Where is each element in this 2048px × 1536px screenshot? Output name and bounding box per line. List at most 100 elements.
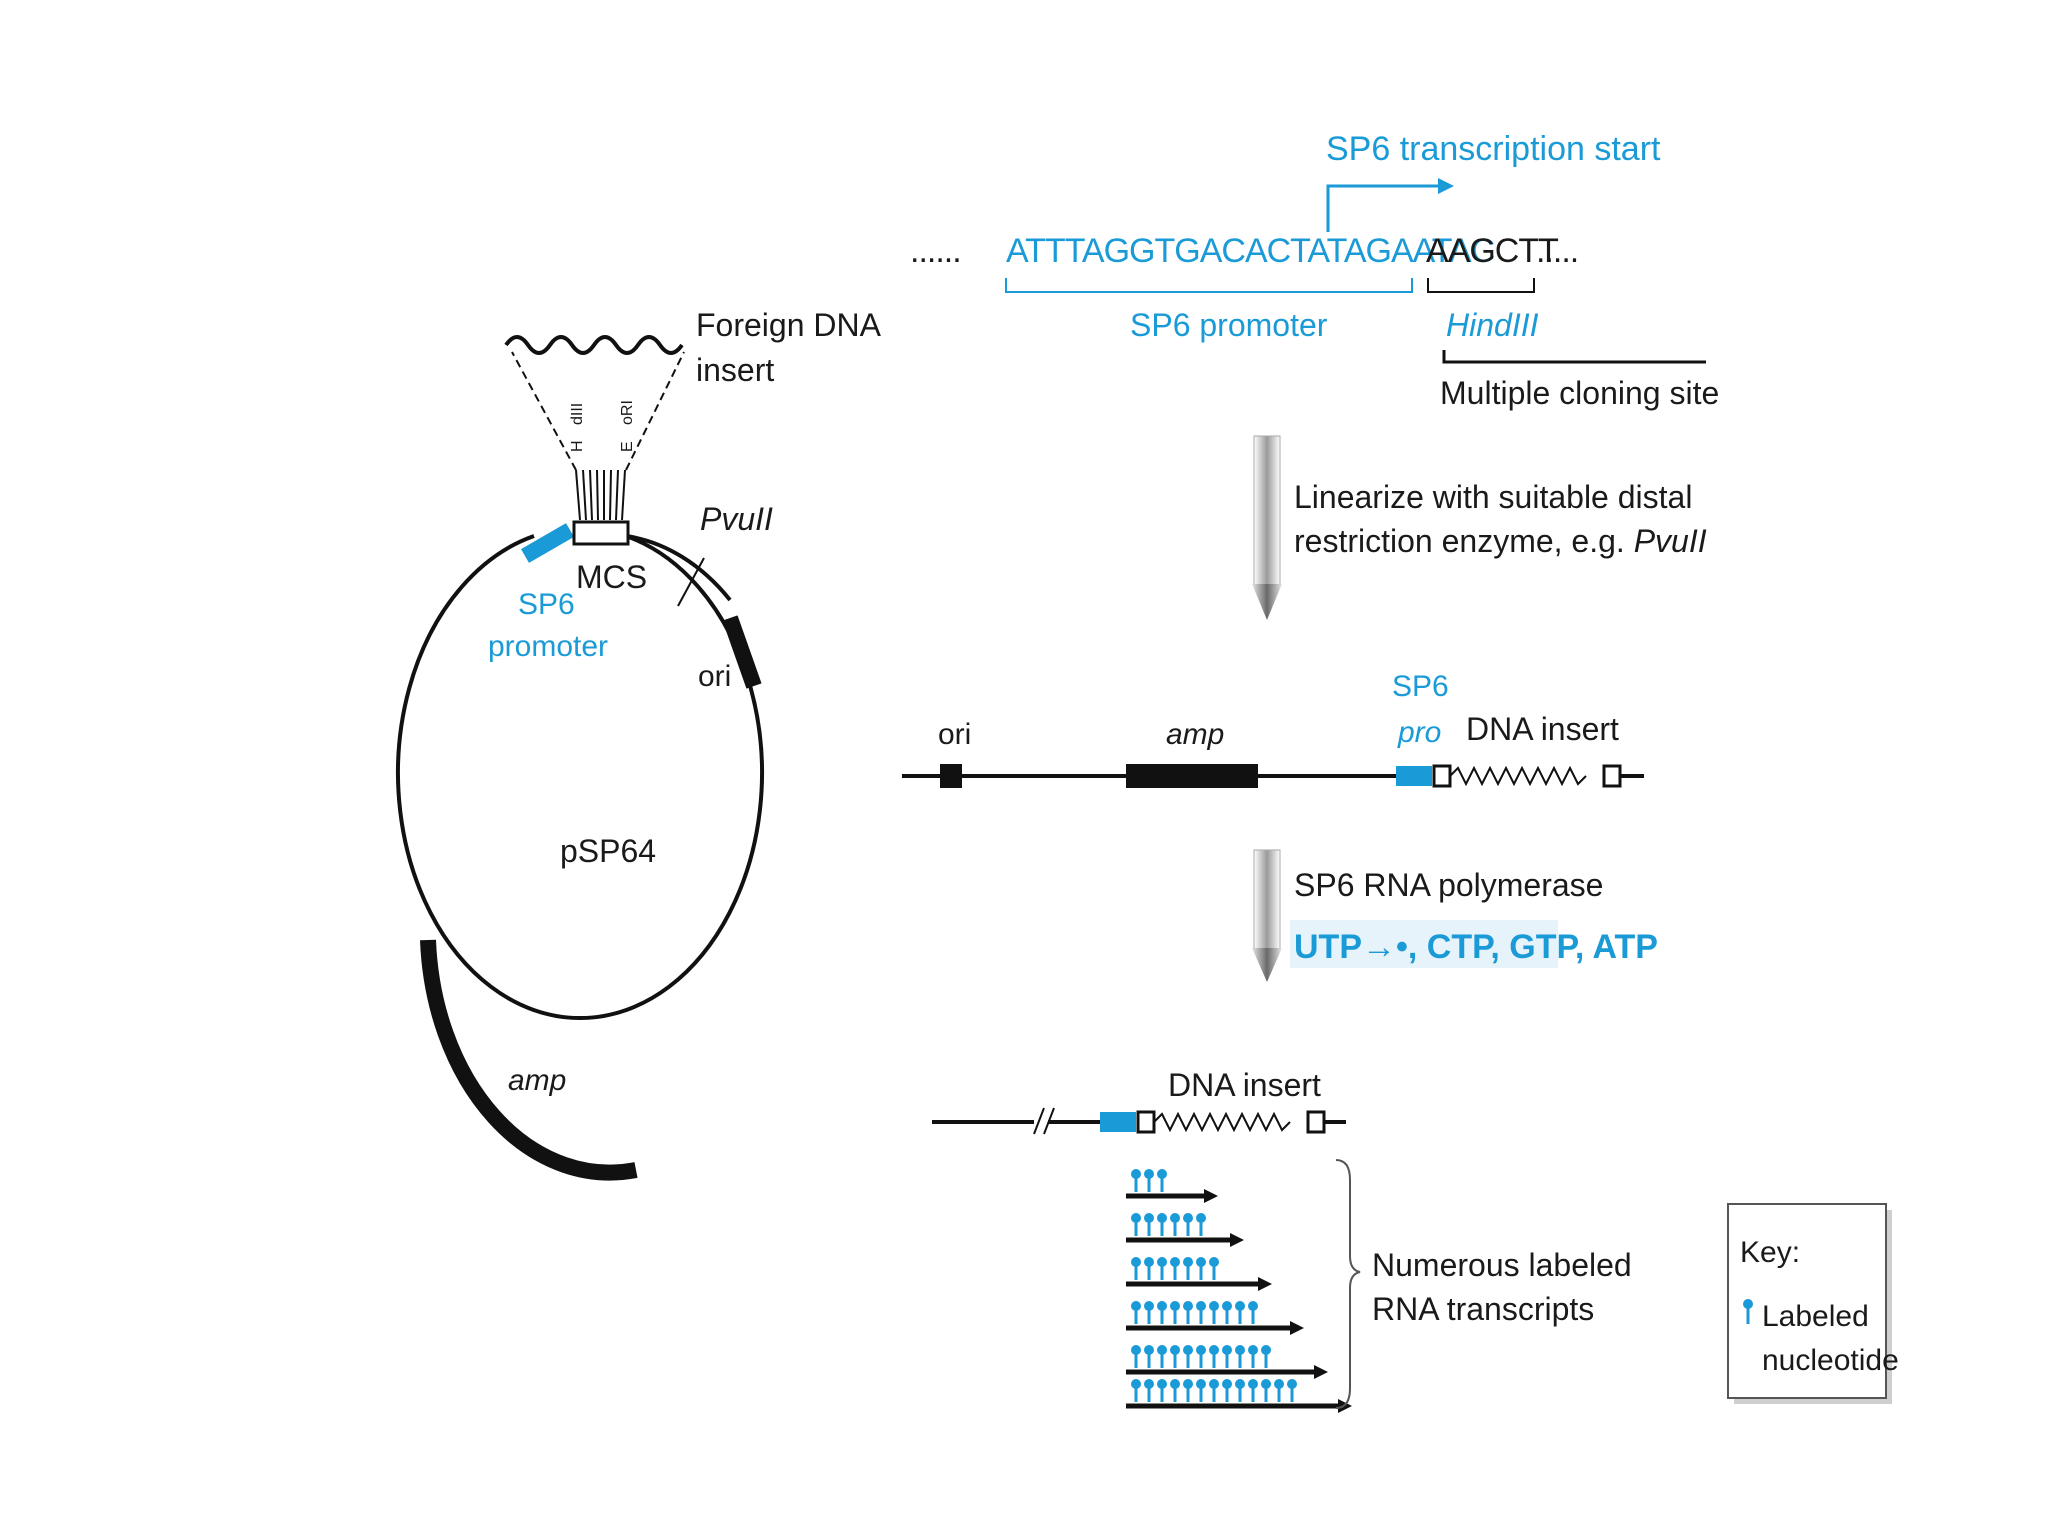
template-insert-start [1136,1110,1156,1134]
template-insert-end [1306,1110,1326,1134]
mcs-label: MCS [576,559,647,595]
step2-arrow-head [1252,948,1282,982]
step1-line2-enzyme: PvuII [1634,523,1707,559]
hindiii-bracket [1427,278,1535,293]
labeled-nucleotide-icon [1196,1257,1206,1267]
promoter-bracket [1005,278,1413,293]
nucleotide-highlight [1290,920,1558,968]
linear-dna: ori amp SP6 pro DNA insert [902,670,1644,788]
linear-ori-label: ori [938,718,971,751]
labeled-nucleotide-icon [1209,1345,1219,1355]
step2-line2: UTP→•, CTP, GTP, ATP [1294,928,1658,966]
labeled-nucleotide-icon [1131,1301,1141,1311]
labeled-nucleotide-icon [1157,1345,1167,1355]
labeled-nucleotide-icon [1183,1257,1193,1267]
labeled-nucleotide-icon [1157,1257,1167,1267]
mcs-box [572,520,630,546]
labeled-nucleotide-icon [1196,1301,1206,1311]
transcription-start-label: SP6 transcription start [1326,130,1661,168]
labeled-nucleotide-icon [1144,1345,1154,1355]
labeled-nucleotide-icon [1131,1257,1141,1267]
labeled-nucleotide-icon [1261,1379,1271,1389]
transcripts-label-2: RNA transcripts [1372,1291,1594,1327]
sp6-promoter-label: SP6 promoter [1130,307,1328,343]
site-label-diii: dIII [569,403,586,425]
fan-line-right [625,351,685,471]
plasmid: H dIII E oRI Foreign DNA insert MCS PvuI… [396,307,882,1181]
rna-transcripts [1126,1169,1352,1413]
site-label-ori: oRI [619,400,636,425]
ori-segment [722,615,762,689]
labeled-nucleotide-icon [1261,1345,1271,1355]
fan-line-left [511,351,577,471]
linear-amp [1126,764,1258,788]
key-label-2: nucleotide [1762,1344,1899,1377]
rna-transcript-arrowhead [1314,1365,1328,1379]
foreign-dna-label-2: insert [696,352,774,388]
mcs-site-ticks [575,469,626,521]
hindiii-sequence: AAGCTT [1426,232,1558,270]
transcription: DNA insert Numerous labeled RNA transcri… [932,1067,1632,1413]
labeled-nucleotide-icon [1183,1379,1193,1389]
labeled-nucleotide-icon [1157,1169,1167,1179]
linear-sp6-label: SP6 [1392,670,1449,703]
labeled-nucleotide-icon [1209,1301,1219,1311]
labeled-nucleotide-icon [1183,1213,1193,1223]
pvuii-label: PvuII [700,501,773,537]
labeled-nucleotide-icon [1170,1379,1180,1389]
labeled-nucleotide-icon [1131,1345,1141,1355]
rna-transcript-arrowhead [1258,1277,1272,1291]
plasmid-backbone [396,534,764,1020]
site-label-e: E [619,441,636,452]
labeled-nucleotide-icon [1183,1345,1193,1355]
promoter-label: promoter [488,630,608,663]
step2-line1: SP6 RNA polymerase [1294,867,1603,903]
step1-line2: restriction enzyme, e.g. PvuII [1294,523,1707,559]
labeled-nucleotide-icon [1209,1257,1219,1267]
labeled-nucleotide-icon [1170,1257,1180,1267]
labeled-nucleotide-icon [1222,1379,1232,1389]
sp6-promoter-sequence: ATTTAGGTGACACTATAGAATAC [1006,232,1495,270]
step2: SP6 RNA polymerase UTP→•, CTP, GTP, ATP [1252,849,1658,982]
labeled-nucleotide-icon [1235,1301,1245,1311]
labeled-nucleotide-icon [1209,1379,1219,1389]
labeled-nucleotide-icon [1170,1301,1180,1311]
rna-transcript-arrowhead [1204,1189,1218,1203]
key-box: Key: Labeled nucleotide [1727,1203,1899,1404]
rna-transcript-arrowhead [1290,1321,1304,1335]
foreign-dna-wave [504,335,684,355]
hindiii-label: HindIII [1446,307,1539,343]
labeled-nucleotide-icon [1248,1301,1258,1311]
step1-line2-prefix: restriction enzyme, e.g. [1294,523,1634,559]
transcription-start-arrow [1326,184,1442,232]
labeled-nucleotide-icon [1157,1213,1167,1223]
key-frame [1727,1203,1887,1399]
step1: Linearize with suitable distal restricti… [1252,435,1707,620]
labeled-nucleotide-icon [1157,1301,1167,1311]
multiple-cloning-site-label: Multiple cloning site [1440,375,1719,411]
labeled-nucleotide-icon [1287,1379,1297,1389]
step1-line1: Linearize with suitable distal [1294,479,1692,515]
foreign-dna-label-1: Foreign DNA [696,307,882,343]
labeled-nucleotide-icon [1196,1213,1206,1223]
linear-insert-end [1602,764,1622,788]
linear-insert-label: DNA insert [1466,711,1619,747]
pvuii-pointer [677,557,705,607]
template-insert-label: DNA insert [1168,1067,1321,1103]
labeled-nucleotide-icon [1131,1213,1141,1223]
linear-insert-wave [1449,765,1587,787]
step1-arrow-head [1252,584,1282,620]
site-label-h: H [569,440,586,452]
transcripts-label-1: Numerous labeled [1372,1247,1632,1283]
linear-sp6-promoter [1396,766,1432,786]
labeled-nucleotide-icon [1144,1301,1154,1311]
other-ntps-label: , CTP, GTP, ATP [1408,928,1658,966]
linear-insert-start [1432,764,1452,788]
labeled-nucleotide-icon [1222,1301,1232,1311]
utp-labeled-mark: →• [1362,928,1408,966]
plasmid-backbone-right [625,534,732,602]
step1-arrow-shaft [1253,435,1281,587]
labeled-nucleotide-icon [1131,1379,1141,1389]
